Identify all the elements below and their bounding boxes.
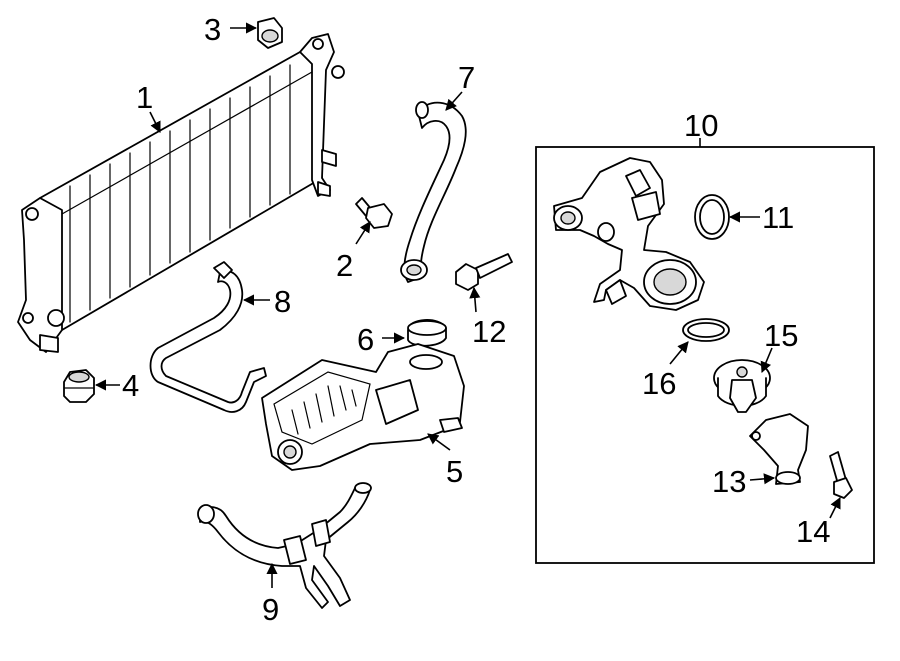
reservoir-cap[interactable]	[407, 319, 447, 347]
coolant-tube[interactable]	[149, 261, 267, 413]
thermostat-housing-kit-box	[535, 146, 875, 564]
callout-16: 16	[642, 366, 676, 401]
lower-radiator-hose[interactable]	[197, 482, 372, 609]
gasket-16[interactable]	[682, 318, 730, 342]
callout-5: 5	[446, 454, 463, 489]
lower-bushing[interactable]	[63, 369, 95, 403]
o-ring-11[interactable]	[694, 194, 730, 240]
callout-4: 4	[122, 368, 139, 403]
callout-13: 13	[712, 464, 746, 499]
callout-10: 10	[684, 108, 718, 143]
callout-12: 12	[472, 314, 506, 349]
coolant-reservoir[interactable]	[261, 343, 465, 471]
bolt-2[interactable]	[355, 197, 393, 229]
bolt-14[interactable]	[829, 451, 853, 499]
callout-11: 11	[762, 200, 794, 235]
bolt-12[interactable]	[455, 253, 513, 291]
callout-9: 9	[262, 592, 279, 627]
callout-6: 6	[357, 322, 374, 357]
callout-7: 7	[458, 60, 475, 95]
thermostat-cover[interactable]	[749, 413, 809, 485]
radiator[interactable]	[17, 33, 345, 353]
callout-8: 8	[274, 284, 291, 319]
thermostat[interactable]	[713, 359, 771, 413]
callout-14: 14	[796, 514, 830, 549]
callout-3: 3	[204, 12, 221, 47]
upper-radiator-hose[interactable]	[400, 101, 467, 283]
callout-2: 2	[336, 248, 353, 283]
callout-15: 15	[764, 318, 798, 353]
thermostat-housing[interactable]	[553, 157, 705, 311]
upper-bushing[interactable]	[257, 17, 283, 49]
callout-1: 1	[136, 80, 153, 115]
leader-lines	[94, 22, 841, 588]
